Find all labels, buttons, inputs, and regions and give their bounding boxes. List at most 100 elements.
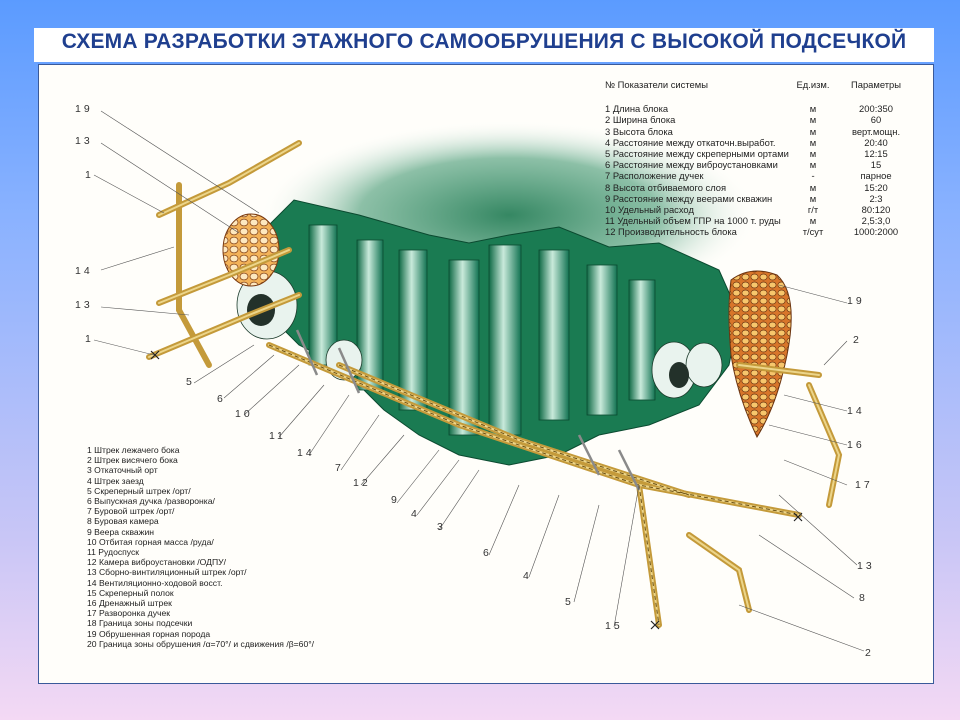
callout-label: 19 (75, 103, 93, 115)
parameter-unit: м (809, 114, 817, 126)
header-unit: Ед.изм. (796, 79, 830, 90)
parameter-unit: м (809, 192, 817, 204)
callout-label: 11 (269, 430, 286, 442)
header-indicator: № Показатели системы (605, 79, 708, 90)
callout-label: 6 (217, 393, 226, 405)
legend: 1 Штрек лежачего бока 2 Штрек висячего б… (87, 445, 314, 649)
parameter-value: 60 (870, 114, 882, 126)
parameter-value: 15 (870, 159, 882, 171)
parameter-name: 8 Высота отбиваемого слоя (605, 181, 727, 193)
callout-label: 6 (483, 547, 492, 559)
legend-item: 9 Веера скважин (87, 526, 155, 537)
legend-item: 19 Обрушенная горная порода (87, 628, 211, 639)
mining-block-illustration (93, 110, 865, 652)
legend-item: 3 Откаточный орт (87, 465, 158, 476)
parameter-name: 1 Длина блока (605, 103, 669, 115)
parameter-row: 10 Удельный расход г/т 80:120 (605, 204, 927, 215)
parameter-value: 2,5:3,0 (861, 215, 891, 227)
parameter-name: 9 Расстояние между веерами скважин (605, 192, 773, 204)
callout-label: 16 (847, 439, 865, 451)
parameter-row: 6 Расстояние между виброустановками м 15 (605, 159, 927, 170)
legend-item: 16 Дренажный штрек (87, 598, 172, 609)
parameter-name: 12 Производительность блока (605, 226, 737, 238)
legend-item: 13 Сборно-винтиляционный штрек /орт/ (87, 567, 247, 578)
callout-label: 2 (853, 334, 862, 346)
parameter-unit: м (809, 103, 817, 115)
legend-item: 15 Скреперный полок (87, 587, 174, 598)
parameter-name: 6 Расстояние между виброустановками (605, 159, 778, 171)
legend-item: 2 Штрек висячего бока (87, 455, 178, 466)
parameters-table: № Показатели системы Ед.изм. Параметры 1… (605, 79, 927, 238)
callout-label: 10 (235, 408, 253, 420)
parameter-row: 7 Расположение дучек - парное (605, 170, 927, 181)
legend-item: 12 Камера виброустановки /ОДПУ/ (87, 557, 226, 568)
header-value: Параметры (851, 79, 901, 90)
legend-item: 20 Граница зоны обрушения /α=70°/ и сдви… (87, 638, 315, 649)
legend-item: 5 Скреперный штрек /орт/ (87, 485, 191, 496)
parameter-unit: м (809, 125, 817, 137)
parameter-row: 4 Расстояние между откаточн.выработ. м 20:… (605, 137, 927, 148)
callout-label: 15 (605, 620, 623, 632)
parameter-value: 80:120 (861, 204, 891, 216)
parameter-unit: м (809, 159, 817, 171)
callout-label: 14 (297, 447, 315, 459)
parameter-name: 11 Удельный объем ГПР на 1000 т. руды (605, 215, 781, 227)
parameter-row: 11 Удельный объем ГПР на 1000 т. руды м 2,… (605, 215, 927, 226)
legend-item: 10 Отбитая горная масса /руда/ (87, 536, 214, 547)
diagram-panel: № Показатели системы Ед.изм. Параметры 1… (38, 64, 934, 684)
parameter-value: верт.мощн. (851, 125, 901, 137)
parameter-name: 10 Удельный расход (605, 204, 694, 216)
callout-label: 8 (859, 592, 868, 604)
page-title: СХЕМА РАЗРАБОТКИ ЭТАЖНОГО САМООБРУШЕНИЯ … (61, 30, 907, 53)
parameter-value: 2:3 (869, 192, 883, 204)
callout-label: 9 (391, 494, 400, 506)
parameter-name: 7 Расположение дучек (605, 170, 704, 182)
parameter-name: 5 Расстояние между скреперными ортами (605, 148, 789, 160)
callout-label: 5 (186, 376, 195, 388)
parameter-row: 3 Высота блока м верт.мощн. (605, 126, 927, 137)
legend-item: 17 Разворонка дучек (87, 608, 171, 619)
parameter-unit: г/т (807, 204, 819, 216)
parameter-value: 20:40 (864, 136, 888, 148)
parameter-value: 15:20 (864, 181, 888, 193)
callout-label: 14 (75, 265, 93, 277)
callout-label: 19 (847, 295, 865, 307)
callout-label: 12 (353, 477, 371, 489)
legend-item: 8 Буровая камера (87, 516, 159, 527)
callout-label: 3 (437, 521, 446, 533)
legend-item: 7 Буровой штрек /орт/ (87, 506, 175, 517)
parameter-row: 12 Производительность блока т/сут 1000:200… (605, 226, 927, 237)
parameter-unit: м (809, 148, 817, 160)
callout-label: 4 (411, 508, 420, 520)
callout-label: 13 (75, 299, 93, 311)
parameter-unit: - (811, 170, 815, 182)
callout-label: 13 (75, 135, 93, 147)
parameter-unit: м (809, 136, 817, 148)
parameter-name: 2 Ширина блока (605, 114, 676, 126)
parameter-unit: т/сут (802, 226, 824, 238)
parameter-row: 9 Расстояние между веерами скважин м 2:3 (605, 193, 927, 204)
callout-label: 1 (85, 169, 94, 181)
parameter-unit: м (809, 181, 817, 193)
callout-label: 17 (855, 479, 873, 491)
callout-label: 13 (857, 560, 875, 572)
callout-label: 7 (335, 462, 344, 474)
parameters-header: № Показатели системы Ед.изм. Параметры (605, 79, 927, 90)
callout-label: 2 (865, 647, 874, 659)
parameter-name: 3 Высота блока (605, 125, 673, 137)
parameter-value: 1000:2000 (853, 226, 899, 238)
parameter-value: парное (860, 170, 892, 182)
parameter-row: 8 Высота отбиваемого слоя м 15:20 (605, 182, 927, 193)
callout-label: 5 (565, 596, 574, 608)
legend-item: 1 Штрек лежачего бока (87, 445, 180, 455)
title-bar: СХЕМА РАЗРАБОТКИ ЭТАЖНОГО САМООБРУШЕНИЯ … (34, 28, 934, 62)
legend-item: 4 Штрек заезд (87, 475, 144, 486)
parameter-value: 12:15 (864, 148, 888, 160)
parameter-unit: м (809, 215, 817, 227)
callout-label: 4 (523, 570, 532, 582)
legend-item: 14 Вентиляционно-ходовой восст. (87, 577, 223, 588)
parameter-row: 5 Расстояние между скреперными ортами м 12… (605, 148, 927, 159)
callout-label: 1 (85, 333, 94, 345)
parameter-name: 4 Расстояние между откаточн.выработ. (605, 136, 776, 148)
